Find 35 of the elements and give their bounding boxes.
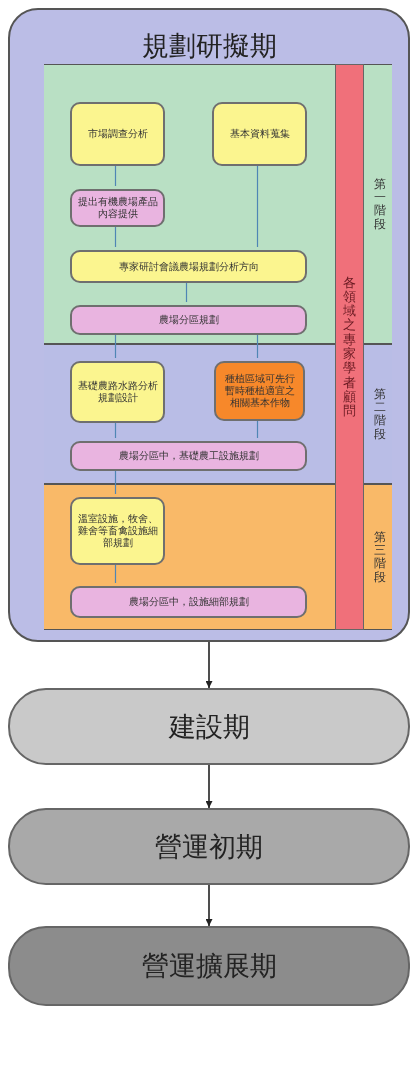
step-text: 農場分區規劃 [158,314,219,326]
phase-label: 營運初期 [155,829,263,864]
step-text: 種植區域可先行暫時種植適宜之相關基本作物 [223,373,296,409]
step-text: 基本資料蒐集 [229,128,290,140]
step-text: 溫室設施，牧舍、雞舍等畜禽設施細部規劃 [76,513,159,549]
stage-band [44,64,392,344]
stage-label: 第三階段 [374,530,386,584]
stage-label: 第二階段 [374,387,386,441]
step-text: 專家研討會議農場規劃分析方向 [118,260,259,273]
step-text: 市場調查分析 [87,128,148,140]
phase-label: 營運擴展期 [141,949,277,983]
step-text: 提出有機農場產品內容提供 [76,196,159,220]
advisor-label: 各領域之專家學者顧問 [343,275,356,419]
process-box [70,441,307,471]
process-box [70,102,165,166]
process-box [212,102,307,166]
process-box [70,189,165,227]
process-box [70,497,165,565]
phase-title: 規劃研擬期 [141,29,277,63]
process-box [214,361,305,421]
stage-label: 第一階段 [374,177,386,231]
phase-panel [8,8,410,642]
arrow [205,641,213,689]
step-text: 基礎農路水路分析規劃設計 [76,380,159,404]
process-box [70,586,307,618]
step-text: 農場分區中，設施細部規劃 [128,596,249,608]
process-box [70,305,307,335]
arrow [205,764,213,809]
stage-band [44,484,392,630]
phase-label: 建設期 [168,709,250,744]
process-box [70,250,307,283]
process-box [70,361,165,423]
arrow [205,884,213,927]
step-text: 農場分區中，基礎農工設施規劃 [118,450,259,462]
advisor-bar [335,64,364,630]
